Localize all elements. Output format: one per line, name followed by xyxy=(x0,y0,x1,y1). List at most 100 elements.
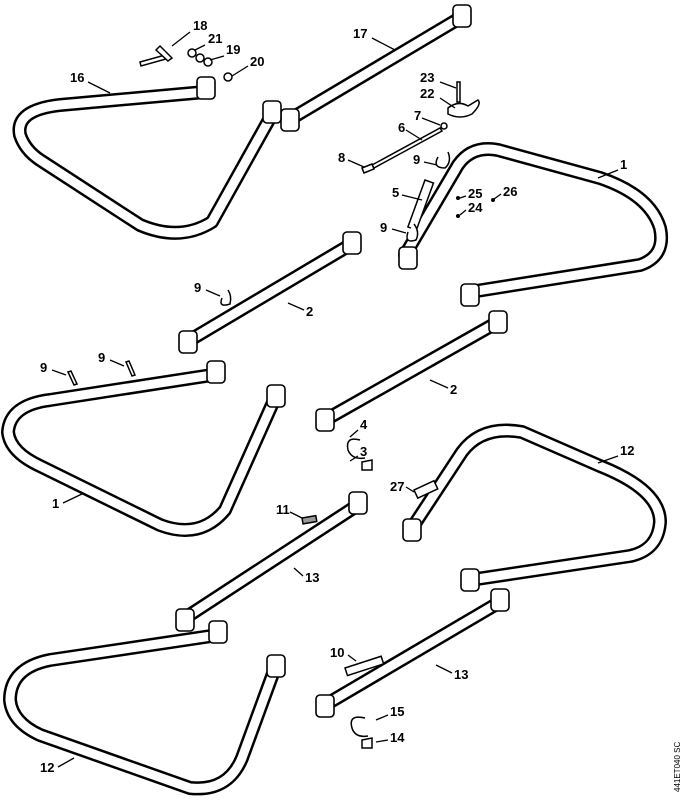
leader-line xyxy=(371,37,396,51)
callout-14: 14 xyxy=(375,730,405,745)
leader-line xyxy=(421,117,441,126)
leader-line xyxy=(347,159,365,168)
callout-number: 2 xyxy=(450,382,457,397)
leader-line xyxy=(391,228,407,234)
callout-number: 7 xyxy=(414,108,421,123)
callout-number: 27 xyxy=(390,479,404,494)
screw-21 xyxy=(187,48,197,58)
screw-8 xyxy=(361,163,375,174)
leader-line xyxy=(375,739,389,743)
callout-2: 2 xyxy=(429,379,457,397)
label-27 xyxy=(413,479,439,500)
clip-9b xyxy=(406,223,419,242)
callout-1: 1 xyxy=(597,157,627,179)
leader-line xyxy=(349,455,359,462)
callout-number: 12 xyxy=(620,443,634,458)
callout-number: 13 xyxy=(454,667,468,682)
frame-12-bottom xyxy=(3,628,282,796)
callout-13: 13 xyxy=(293,567,319,585)
leader-line xyxy=(439,97,456,109)
leader-line xyxy=(87,81,111,94)
bar-2-top xyxy=(183,238,357,347)
mounting-flange xyxy=(175,608,195,632)
callout-number: 5 xyxy=(392,185,399,200)
nut-7 xyxy=(440,122,448,130)
callout-number: 9 xyxy=(40,360,47,375)
callout-6: 6 xyxy=(398,120,423,141)
mounting-flange xyxy=(348,491,368,515)
mounting-flange xyxy=(452,4,472,28)
callout-number: 10 xyxy=(330,645,344,660)
callout-number: 9 xyxy=(413,152,420,167)
callout-17: 17 xyxy=(353,26,396,51)
mounting-flange xyxy=(490,588,510,612)
callout-5: 5 xyxy=(392,185,423,201)
screw-14 xyxy=(361,737,373,749)
screw-3 xyxy=(361,459,373,471)
leader-line xyxy=(493,193,502,200)
callout-number: 9 xyxy=(98,350,105,365)
callout-number: 14 xyxy=(390,730,405,745)
callout-26: 26 xyxy=(493,184,517,200)
callout-16: 16 xyxy=(70,70,111,94)
callout-number: 24 xyxy=(468,200,483,215)
callout-number: 2 xyxy=(306,304,313,319)
bar-13-bottom xyxy=(318,595,507,712)
leader-line xyxy=(347,654,357,662)
callout-number: 3 xyxy=(360,444,367,459)
mounting-flange xyxy=(488,310,508,334)
label-10 xyxy=(344,655,385,677)
frame-12-right xyxy=(405,423,667,587)
callout-number: 19 xyxy=(226,42,240,57)
leader-line xyxy=(423,161,438,166)
leader-line xyxy=(293,567,304,577)
callout-21: 21 xyxy=(194,31,222,51)
callout-number: 18 xyxy=(193,18,207,33)
callout-number: 1 xyxy=(620,157,627,172)
callout-12: 12 xyxy=(40,757,75,775)
leader-line xyxy=(597,169,619,179)
leader-line xyxy=(459,209,467,216)
clamp-lever-22 xyxy=(447,99,480,118)
callout-number: 22 xyxy=(420,86,434,101)
mounting-flange xyxy=(398,246,418,270)
callout-number: 1 xyxy=(52,496,59,511)
callout-number: 12 xyxy=(40,760,54,775)
leader-line xyxy=(405,486,415,493)
callout-number: 17 xyxy=(353,26,367,41)
rod-6 xyxy=(370,127,444,169)
callout-number: 8 xyxy=(338,150,345,165)
callout-number: 26 xyxy=(503,184,517,199)
mounting-flange xyxy=(196,76,216,100)
mounting-flange xyxy=(208,620,228,644)
callout-9: 9 xyxy=(413,152,438,167)
callout-number: 9 xyxy=(194,280,201,295)
callout-number: 6 xyxy=(398,120,405,135)
bar-13-top xyxy=(178,498,365,625)
small-parts xyxy=(66,44,495,749)
callout-19: 19 xyxy=(209,42,240,61)
callout-number: 20 xyxy=(250,54,264,69)
leader-line xyxy=(435,664,453,674)
callout-1: 1 xyxy=(52,492,85,511)
callout-20: 20 xyxy=(231,54,264,77)
bar-17 xyxy=(285,11,467,125)
clip-9 xyxy=(435,151,451,169)
callout-12: 12 xyxy=(597,443,634,464)
callout-number: 16 xyxy=(70,70,84,85)
callout-24: 24 xyxy=(459,200,483,216)
clip-9d xyxy=(66,370,79,386)
mounting-flange xyxy=(315,694,335,718)
leader-line xyxy=(375,714,389,721)
frame-1-top xyxy=(398,142,668,299)
frame-1-mid xyxy=(1,368,282,537)
tubes xyxy=(1,4,668,796)
leader-line xyxy=(287,302,305,311)
callout-9: 9 xyxy=(194,280,221,297)
callout-18: 18 xyxy=(171,18,207,47)
leader-line xyxy=(459,195,467,199)
leader-line xyxy=(401,194,423,201)
bracket-15 xyxy=(350,716,369,738)
